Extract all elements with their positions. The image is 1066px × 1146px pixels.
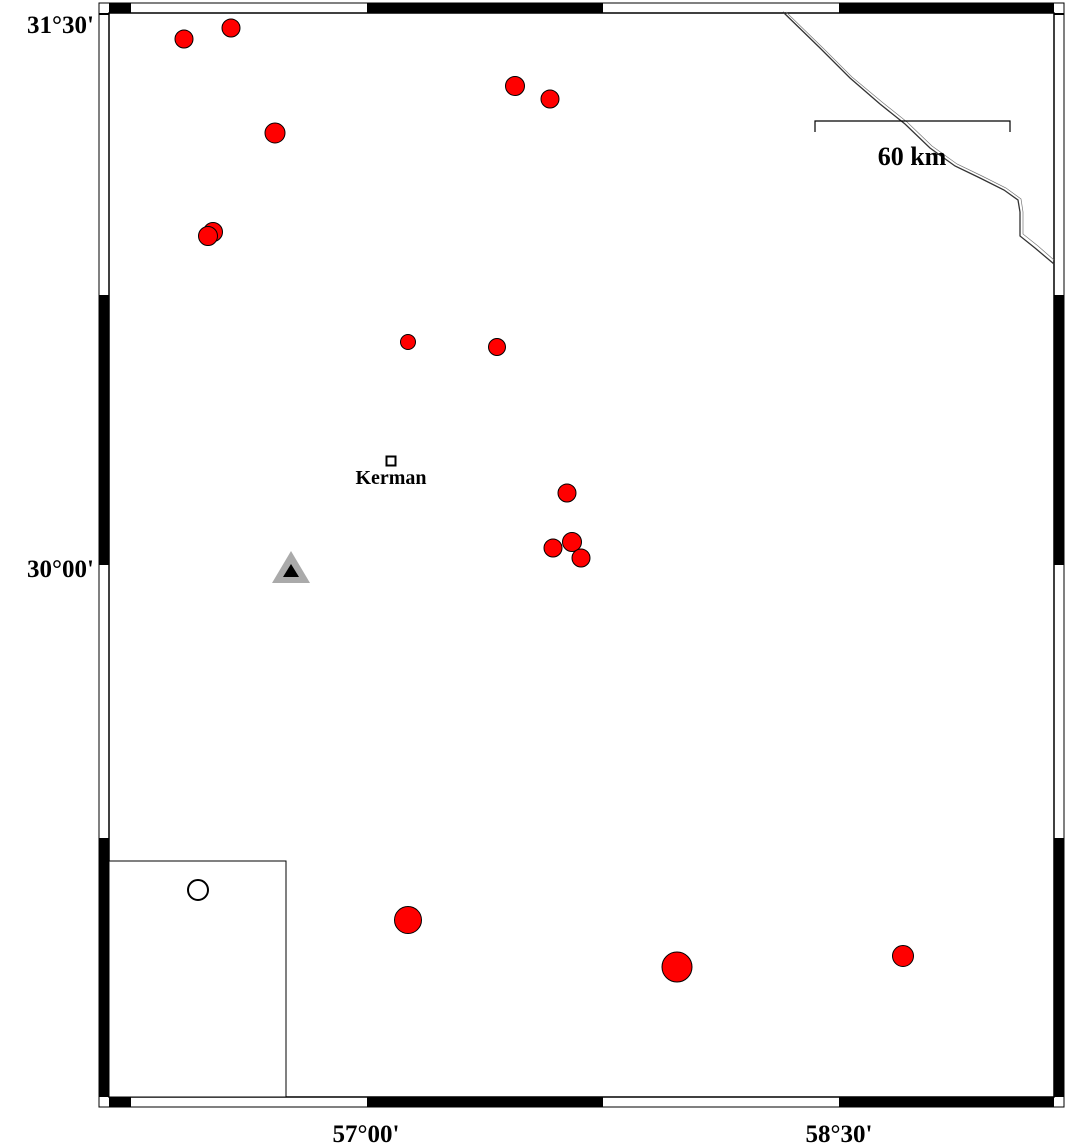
scale-bar-label: 60 km bbox=[878, 142, 947, 171]
station-triangle-icon bbox=[272, 551, 310, 583]
scale-bar: 60 km bbox=[814, 120, 1011, 171]
lon-label-right: 58°30' bbox=[806, 1121, 873, 1146]
event-marker bbox=[661, 951, 693, 983]
event-marker bbox=[505, 76, 525, 96]
border-line bbox=[782, 11, 1055, 265]
event-marker bbox=[394, 906, 422, 934]
event-marker bbox=[571, 548, 591, 568]
city-kerman: Kerman bbox=[355, 455, 427, 489]
events-layer bbox=[174, 18, 914, 983]
event-marker bbox=[221, 18, 241, 38]
event-marker bbox=[488, 338, 506, 356]
event-marker bbox=[198, 226, 218, 246]
lon-label-left: 57°00' bbox=[333, 1121, 400, 1146]
event-marker bbox=[543, 538, 563, 558]
city-square-icon bbox=[385, 455, 397, 467]
event-marker bbox=[174, 29, 194, 49]
event-marker bbox=[562, 532, 582, 552]
event-marker bbox=[400, 334, 416, 350]
lat-label-top: 31°30' bbox=[27, 12, 94, 39]
legend-box bbox=[108, 860, 287, 1098]
legend-circle-icon bbox=[187, 879, 209, 901]
event-marker bbox=[892, 945, 914, 967]
event-marker bbox=[557, 483, 577, 503]
lat-label-middle: 30°00' bbox=[27, 556, 94, 583]
event-marker bbox=[540, 89, 560, 109]
city-label: Kerman bbox=[355, 467, 426, 489]
event-marker bbox=[264, 122, 286, 144]
